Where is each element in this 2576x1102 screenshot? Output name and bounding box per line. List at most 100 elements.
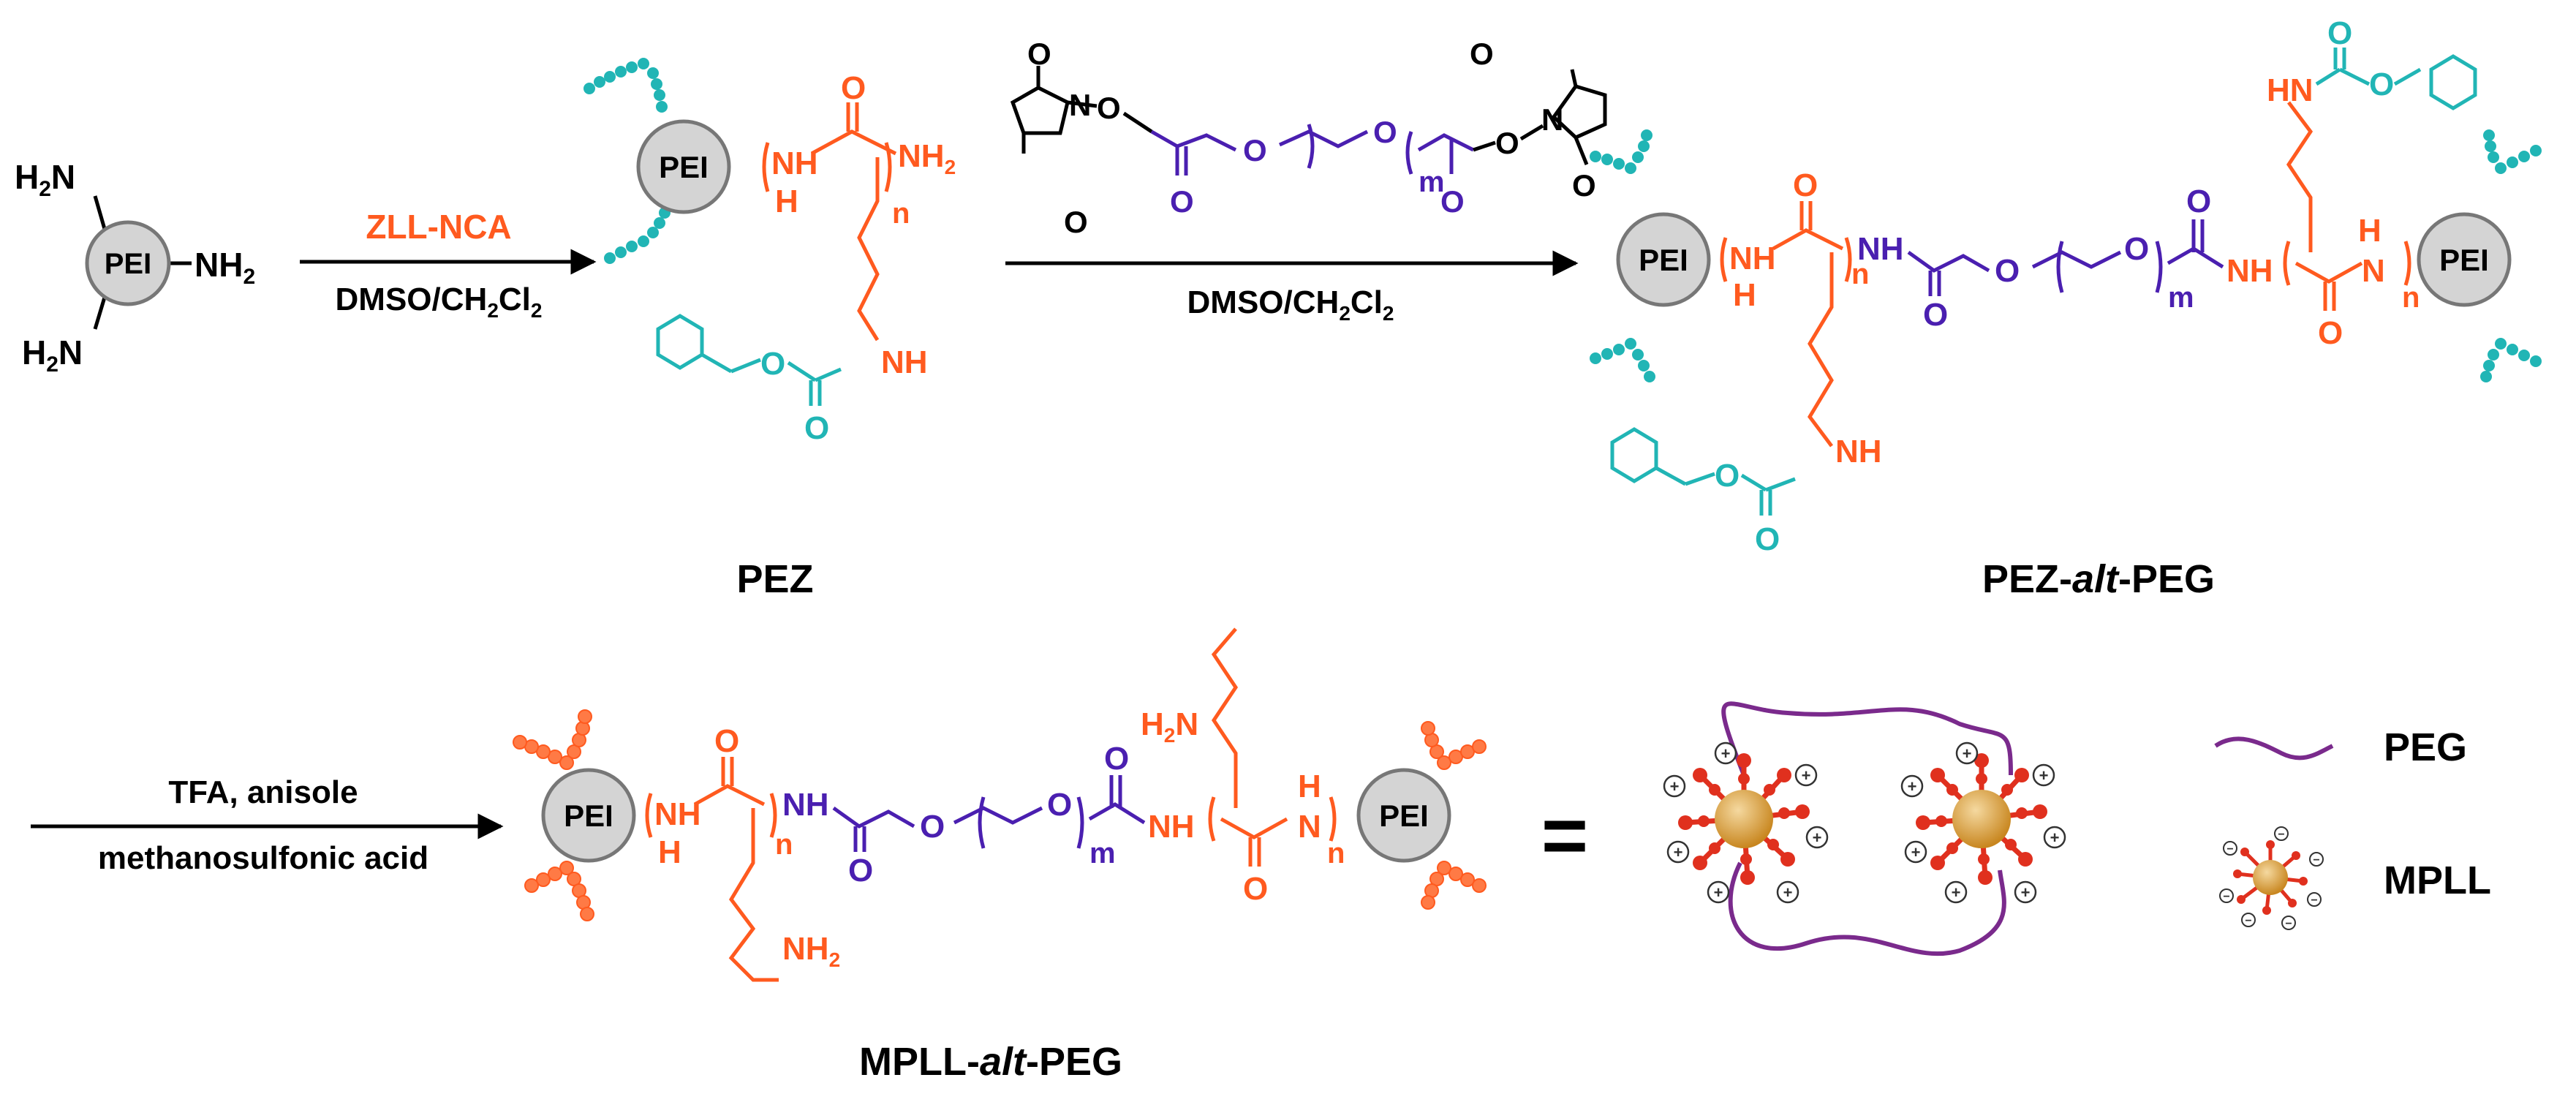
n-amide-right: N — [1298, 809, 1321, 845]
pei-label-right: PEI — [1379, 799, 1429, 833]
reaction-arrow-1: ZLL-NCA DMSO/CH2Cl2 — [300, 208, 597, 322]
amine-bottom: H2N — [22, 333, 83, 377]
o-ester-cbz-left: O — [1715, 458, 1740, 494]
solvent-2: DMSO/CH2Cl2 — [1187, 284, 1394, 325]
o-ether-2: O — [1373, 115, 1397, 149]
pez-alt-peg-structure: PEI PEI NH H O n NH NH O — [1590, 15, 2542, 557]
plus-sign: + — [2050, 829, 2060, 847]
pei-core — [636, 119, 731, 214]
mpll-particle-right — [1916, 753, 2047, 885]
o-ester-left: O — [1097, 91, 1121, 125]
plus-sign: + — [1714, 883, 1723, 902]
reagent-tfa-anisole: TFA, anisole — [168, 774, 358, 810]
n-repeat-right: n — [1327, 837, 1345, 869]
nh-link-left: NH — [1857, 231, 1904, 267]
o-carbonyl-left: O — [714, 723, 739, 759]
pei-core-left — [1616, 212, 1711, 307]
pei-core — [85, 220, 171, 306]
minus-sign: − — [2226, 843, 2233, 856]
reaction-arrow-3: TFA, anisole methanosulfonic acid — [31, 774, 504, 876]
n-nhs-left: N — [1069, 88, 1091, 122]
nh-amide-left: NH — [1729, 241, 1776, 276]
o-ether-1: O — [1243, 133, 1267, 167]
o-amide-carbonyl-right: O — [1104, 741, 1129, 777]
o-amide-carbonyl-right: O — [2186, 184, 2211, 219]
pei-label: PEI — [105, 248, 151, 280]
n-amide-right: N — [2362, 253, 2385, 289]
nh2-terminal: NH2 — [898, 138, 956, 178]
o-carbonyl-left: O — [1793, 167, 1818, 203]
m-repeat-2: m — [2168, 282, 2194, 314]
m-repeat: m — [1419, 166, 1445, 198]
legend-peg-label: PEG — [2384, 725, 2467, 769]
product-label-pez: PEZ — [736, 557, 813, 601]
minus-sign: − — [2313, 854, 2319, 867]
o-nhs-right-bottom: O — [1572, 168, 1596, 203]
plus-sign: + — [1674, 843, 1683, 861]
plus-sign: + — [1802, 766, 1811, 785]
pei-label-left: PEI — [1639, 243, 1688, 277]
o-ester-carbonyl-right: O — [1440, 184, 1465, 219]
nh-amide-left: NH — [654, 796, 701, 832]
pei-label-left: PEI — [564, 799, 613, 833]
pei-label-right: PEI — [2439, 243, 2489, 277]
legend: PEG − − − − — [2214, 725, 2491, 930]
equals-sign: = — [1541, 790, 1588, 880]
plus-sign: + — [2039, 766, 2049, 785]
o-ester-cbz-right: O — [2369, 67, 2394, 102]
o-ether-right: O — [1047, 787, 1072, 823]
pei-core-left — [541, 768, 636, 863]
reaction-arrow-2: DMSO/CH2Cl2 — [1005, 250, 1579, 325]
n-repeat-right: n — [2402, 282, 2420, 314]
pez-structure: PEI NH H O NH2 n NH O O — [583, 58, 956, 446]
h-amide: H — [775, 184, 798, 219]
nh-link-left: NH — [782, 787, 829, 823]
o-ether-left: O — [1995, 253, 2020, 289]
h-amide-right: H — [1298, 769, 1321, 804]
positive-charges — [1663, 741, 2066, 904]
pei-core-right — [1356, 768, 1451, 863]
minus-sign: − — [2223, 891, 2229, 903]
m-repeat: m — [1089, 837, 1116, 869]
plus-sign: + — [1963, 744, 1972, 763]
o-ether-left: O — [920, 809, 945, 845]
nh-link-right: NH — [2226, 253, 2273, 289]
o-nhs-left-top: O — [1027, 37, 1051, 71]
legend-mpll-label: MPLL — [2384, 858, 2491, 902]
o-amide-carbonyl-left: O — [1923, 297, 1948, 333]
o-carbonyl-right: O — [2318, 315, 2343, 351]
pei-starting-material: PEI H2N NH2 H2N — [15, 158, 255, 377]
plus-sign: + — [1670, 777, 1680, 796]
h-amide-left: H — [658, 834, 681, 870]
h2n-sidechain-right: H2N — [1141, 706, 1198, 747]
nh-amide: NH — [771, 146, 818, 181]
product-label-pez-alt-peg: PEZ-alt-PEG — [1982, 557, 2215, 601]
reagent-zll-nca: ZLL-NCA — [366, 208, 511, 246]
product-label-mpll-alt-peg: MPLL-alt-PEG — [859, 1040, 1122, 1084]
o-ester: O — [760, 346, 785, 382]
legend-mpll-particle: − − − − − − − — [2219, 826, 2324, 930]
minus-sign: − — [2278, 829, 2284, 841]
peg-loop — [1721, 701, 2013, 956]
legend-peg-line — [2214, 736, 2334, 761]
plus-sign: + — [2021, 883, 2031, 902]
n-repeat: n — [892, 197, 910, 230]
hn-sidechain-right: HN — [2267, 72, 2314, 108]
o-ester-carbonyl-left: O — [1170, 184, 1194, 219]
minus-sign: − — [2245, 915, 2251, 927]
nanoparticle-schematic: + + + + + + + + + + + + + + — [1663, 701, 2066, 956]
amine-top: H2N — [15, 158, 75, 201]
o-carbonyl: O — [841, 70, 866, 106]
solvent-1: DMSO/CH2Cl2 — [336, 282, 543, 322]
o-carbamate-cbz-left: O — [1755, 521, 1780, 557]
o-ester-right: O — [1495, 126, 1519, 160]
minus-sign: − — [2285, 918, 2292, 930]
mpll-particle-left — [1678, 753, 1810, 885]
nh-link-right: NH — [1148, 809, 1195, 845]
n-repeat-left: n — [775, 829, 793, 861]
o-nhs-left-bottom: O — [1064, 205, 1088, 239]
nhs-peg-nhs-reagent: O O N O O O O m O O N O O — [1010, 37, 1607, 239]
plus-sign: + — [1813, 829, 1822, 847]
nh-sidechain-left: NH — [1835, 434, 1882, 469]
h-amide-right: H — [2358, 213, 2382, 249]
